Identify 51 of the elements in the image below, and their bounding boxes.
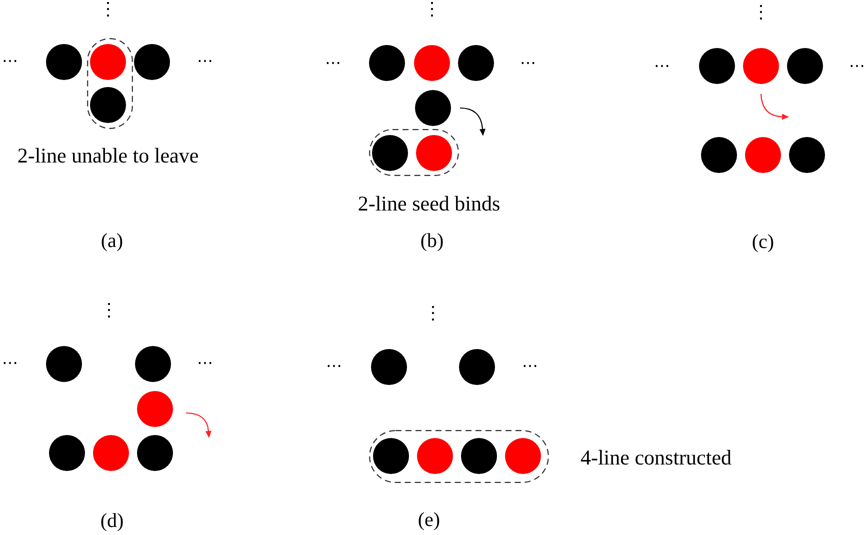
horizontal-ellipsis: ⋯ xyxy=(197,355,213,371)
vertical-ellipsis: ⋮ xyxy=(423,1,441,19)
disc xyxy=(505,438,541,474)
disc xyxy=(743,48,779,84)
disc xyxy=(137,435,173,471)
disc xyxy=(46,44,82,80)
panel-label: (e) xyxy=(418,510,440,530)
disc xyxy=(787,48,823,84)
disc xyxy=(416,135,452,171)
disc xyxy=(459,349,495,385)
disc xyxy=(414,45,450,81)
vertical-ellipsis: ⋮ xyxy=(100,302,118,320)
disc xyxy=(789,137,825,173)
horizontal-ellipsis: ⋯ xyxy=(654,58,670,74)
disc xyxy=(415,90,451,126)
panel-label: (c) xyxy=(752,232,774,252)
disc xyxy=(135,346,171,382)
disc xyxy=(90,87,126,123)
caption: 4-line constructed xyxy=(580,448,732,468)
horizontal-ellipsis: ⋯ xyxy=(522,358,538,374)
disc xyxy=(458,45,494,81)
horizontal-ellipsis: ⋯ xyxy=(849,58,865,74)
caption: 2-line seed binds xyxy=(358,194,500,214)
disc xyxy=(417,438,453,474)
disc xyxy=(745,137,781,173)
disc xyxy=(137,391,173,427)
disc xyxy=(93,435,129,471)
disc xyxy=(49,435,85,471)
vertical-ellipsis: ⋮ xyxy=(99,1,117,19)
panel-label: (a) xyxy=(100,231,124,251)
horizontal-ellipsis: ⋯ xyxy=(2,53,18,69)
disc xyxy=(699,48,735,84)
panel-label: (d) xyxy=(100,511,124,531)
vertical-ellipsis: ⋮ xyxy=(752,4,770,22)
horizontal-ellipsis: ⋯ xyxy=(2,355,18,371)
disc xyxy=(46,346,82,382)
disc xyxy=(701,137,737,173)
disc xyxy=(371,349,407,385)
disc xyxy=(134,44,170,80)
disc xyxy=(369,45,405,81)
caption: 2-line unable to leave xyxy=(17,146,199,166)
vertical-ellipsis: ⋮ xyxy=(424,305,442,323)
horizontal-ellipsis: ⋯ xyxy=(197,53,213,69)
panel-label: (b) xyxy=(420,231,444,251)
disc xyxy=(372,135,408,171)
horizontal-ellipsis: ⋯ xyxy=(520,55,536,71)
disc xyxy=(461,438,497,474)
horizontal-ellipsis: ⋯ xyxy=(325,55,341,71)
disc xyxy=(90,44,126,80)
horizontal-ellipsis: ⋯ xyxy=(326,358,342,374)
disc xyxy=(373,438,409,474)
